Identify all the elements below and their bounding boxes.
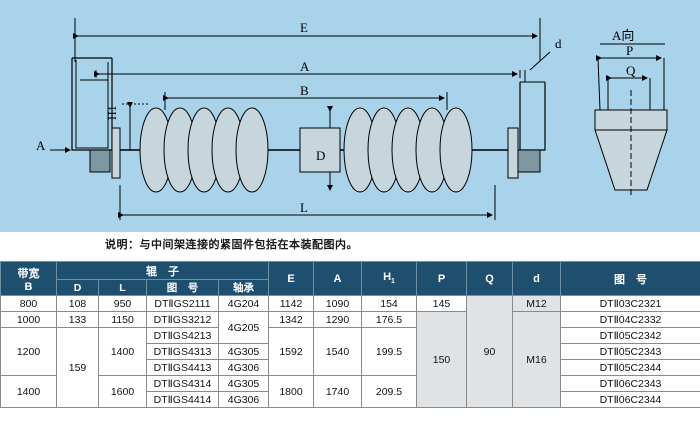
table-row: 1000 133 1150 DTⅡGS3212 4G205 1342 1290 … [0,311,700,408]
cell-A: 1290 [313,311,362,328]
assembly-drawing: E A B L D H1 d A A向 P Q [0,0,700,232]
header-D: D [56,279,99,296]
cell-L: 950 [98,295,147,312]
cell-fig: DTⅡ06C2344 [560,391,700,408]
cell-drawing: DTⅡGS4414 [146,391,219,408]
cell-L: 1150 [98,311,147,328]
cell-drawing: DTⅡGS4413 [146,359,219,376]
cell-d: M12 [512,295,561,312]
cell-fig: DTⅡ06C2343 [560,375,700,392]
header-A: A [313,261,362,296]
header-E: E [268,261,314,296]
dim-label-D: D [316,148,325,163]
dim-label-d: d [555,36,562,51]
dim-label-A: A [300,59,310,74]
cell-H1: 199.5 [361,327,417,376]
table-row: 1200 159 1400 DTⅡGS4213 1592 1540 199.5 … [0,327,700,408]
cell-drawing: DTⅡGS4313 [146,343,219,360]
cell-fig: DTⅡ05C2342 [560,327,700,344]
roller-drawing-svg: E A B L D H1 d A A向 P Q [36,18,668,220]
cell-bearing: 4G204 [218,295,269,312]
cell-Q: 90 [466,295,513,408]
table-row: 1400 1600 DTⅡGS4314 4G305 1800 1740 209.… [0,375,700,408]
dim-label-P: P [626,43,633,58]
cell-L: 1400 [98,327,147,376]
cell-D: 159 [56,327,99,408]
cell-D: 133 [56,311,99,328]
cell-E: 1342 [268,311,314,328]
cell-E: 1800 [268,375,314,408]
cell-H1: 176.5 [361,311,417,328]
cell-H1: 154 [361,295,417,312]
header-fig-no: 图 号 [560,261,700,296]
table-row: DTⅡGS4313 4G305 DTⅡ05C2343 [1,343,700,360]
dim-label-H1: H1 [105,105,119,120]
cell-A: 1540 [313,327,362,376]
cell-drawing: DTⅡGS3212 [146,311,219,328]
header-belt-width-sub: B [24,280,33,293]
cell-drawing: DTⅡGS2111 [146,295,219,312]
dim-label-Q: Q [626,63,636,78]
header-Q: Q [466,261,513,296]
cell-fig: DTⅡ05C2343 [560,343,700,360]
header-H1-sub: 1 [391,278,395,286]
cell-P: 150 [416,311,467,408]
cell-L: 1600 [98,375,147,408]
cell-fig: DTⅡ03C2321 [560,295,700,312]
header-drawing-no: 图 号 [146,279,219,296]
cell-H1: 209.5 [361,375,417,408]
header-L: L [98,279,147,296]
table-row: 800 108 950 DTⅡGS2111 4G204 1142 1090 15… [0,295,700,408]
assembly-note: 说明：与中间架连接的紧固件包括在本装配图内。 [105,238,358,251]
cell-bearing: 4G205 [218,311,269,344]
dim-label-E: E [300,20,308,35]
cell-bearing: 4G305 [218,375,269,392]
dim-label-B: B [300,83,309,98]
cell-P: 145 [416,295,467,312]
cell-fig: DTⅡ05C2344 [560,359,700,376]
cell-drawing: DTⅡGS4314 [146,375,219,392]
cell-B: 800 [0,295,57,312]
cell-fig: DTⅡ04C2332 [560,311,700,328]
cell-E: 1592 [268,327,314,376]
spec-table: 带宽 B 辊 子 E A H1 P Q d 图 号 D L 图 号 轴承 800… [0,261,700,408]
cell-B: 1400 [0,375,57,408]
header-H1: H1 [361,261,417,296]
table-row: DTⅡGS4414 4G306 DTⅡ06C2344 [1,391,700,408]
cell-B: 1000 [0,311,57,328]
header-d: d [512,261,561,296]
cell-bearing: 4G306 [218,359,269,376]
header-belt-width-label: 带宽 [17,267,40,280]
cell-drawing: DTⅡGS4213 [146,327,219,344]
cell-bearing: 4G305 [218,343,269,360]
side-view-title: A向 [612,28,634,43]
cell-D: 108 [56,295,99,312]
cell-A: 1090 [313,295,362,312]
view-arrow-label: A [36,138,46,153]
table-row: DTⅡGS4413 4G306 DTⅡ05C2344 [1,359,700,376]
cell-B: 1200 [0,327,57,376]
dim-label-L: L [300,200,308,215]
header-P: P [416,261,467,296]
cell-E: 1142 [268,295,314,312]
cell-d: M16 [512,311,561,408]
header-H1-main: H [383,271,392,284]
header-bearing: 轴承 [218,279,269,296]
cell-A: 1740 [313,375,362,408]
header-belt-width: 带宽 B [0,261,57,296]
header-roller-group: 辊 子 [56,261,269,280]
cell-bearing: 4G306 [218,391,269,408]
